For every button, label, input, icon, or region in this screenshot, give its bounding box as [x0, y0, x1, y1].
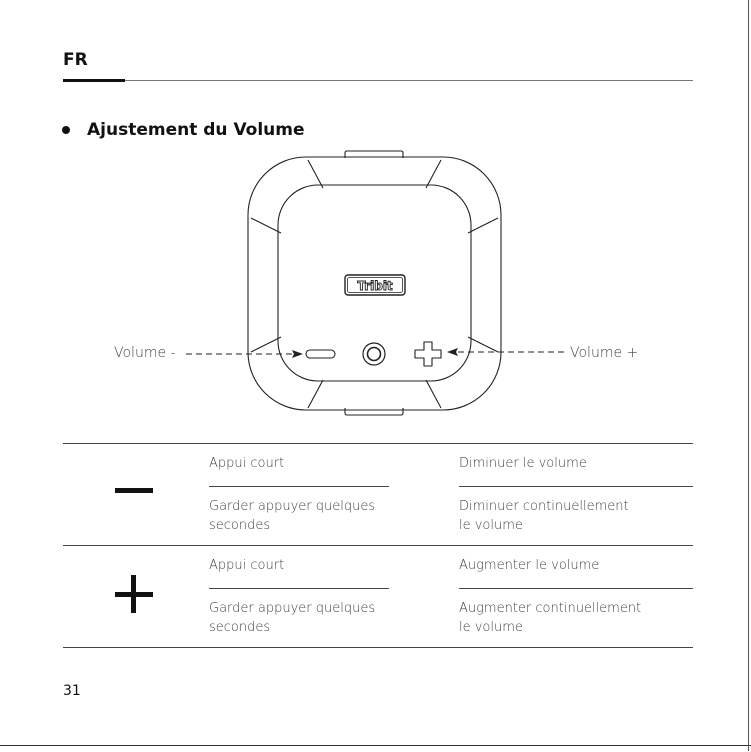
power-button-icon — [363, 343, 385, 365]
table-cell: Augmenter le volume — [459, 556, 599, 575]
table-cell: Diminuer continuellement le volume — [459, 497, 629, 535]
page-number: 31 — [63, 683, 81, 699]
table-cell: Appui court — [209, 556, 284, 575]
bottom-tab — [345, 408, 403, 415]
table-subrule — [209, 486, 389, 487]
minus-button-icon — [306, 350, 335, 358]
table-subrule — [209, 588, 389, 589]
tribit-logo: Tribit — [345, 275, 405, 295]
table-cell: Appui court — [209, 454, 284, 473]
minus-icon — [115, 488, 153, 493]
table-subrule — [459, 588, 693, 589]
table-subrule — [459, 486, 693, 487]
volume-plus-label: Volume + — [570, 345, 638, 361]
svg-text:Tribit: Tribit — [357, 279, 393, 293]
table-cell: Garder appuyer quelques secondes — [209, 497, 375, 535]
plus-icon-vertical — [131, 575, 136, 613]
page-edge-right — [748, 0, 749, 751]
arrow-plus — [447, 348, 458, 356]
table-rule-bottom — [63, 647, 693, 648]
plus-button-icon — [415, 342, 441, 366]
table-rule-middle — [63, 545, 693, 546]
table-cell: Diminuer le volume — [459, 454, 587, 473]
table-cell: Augmenter continuellement le volume — [459, 599, 641, 637]
arrow-minus — [292, 350, 303, 358]
table-rule-top — [63, 443, 693, 444]
volume-minus-label: Volume - — [114, 345, 176, 361]
table-cell: Garder appuyer quelques secondes — [209, 599, 375, 637]
